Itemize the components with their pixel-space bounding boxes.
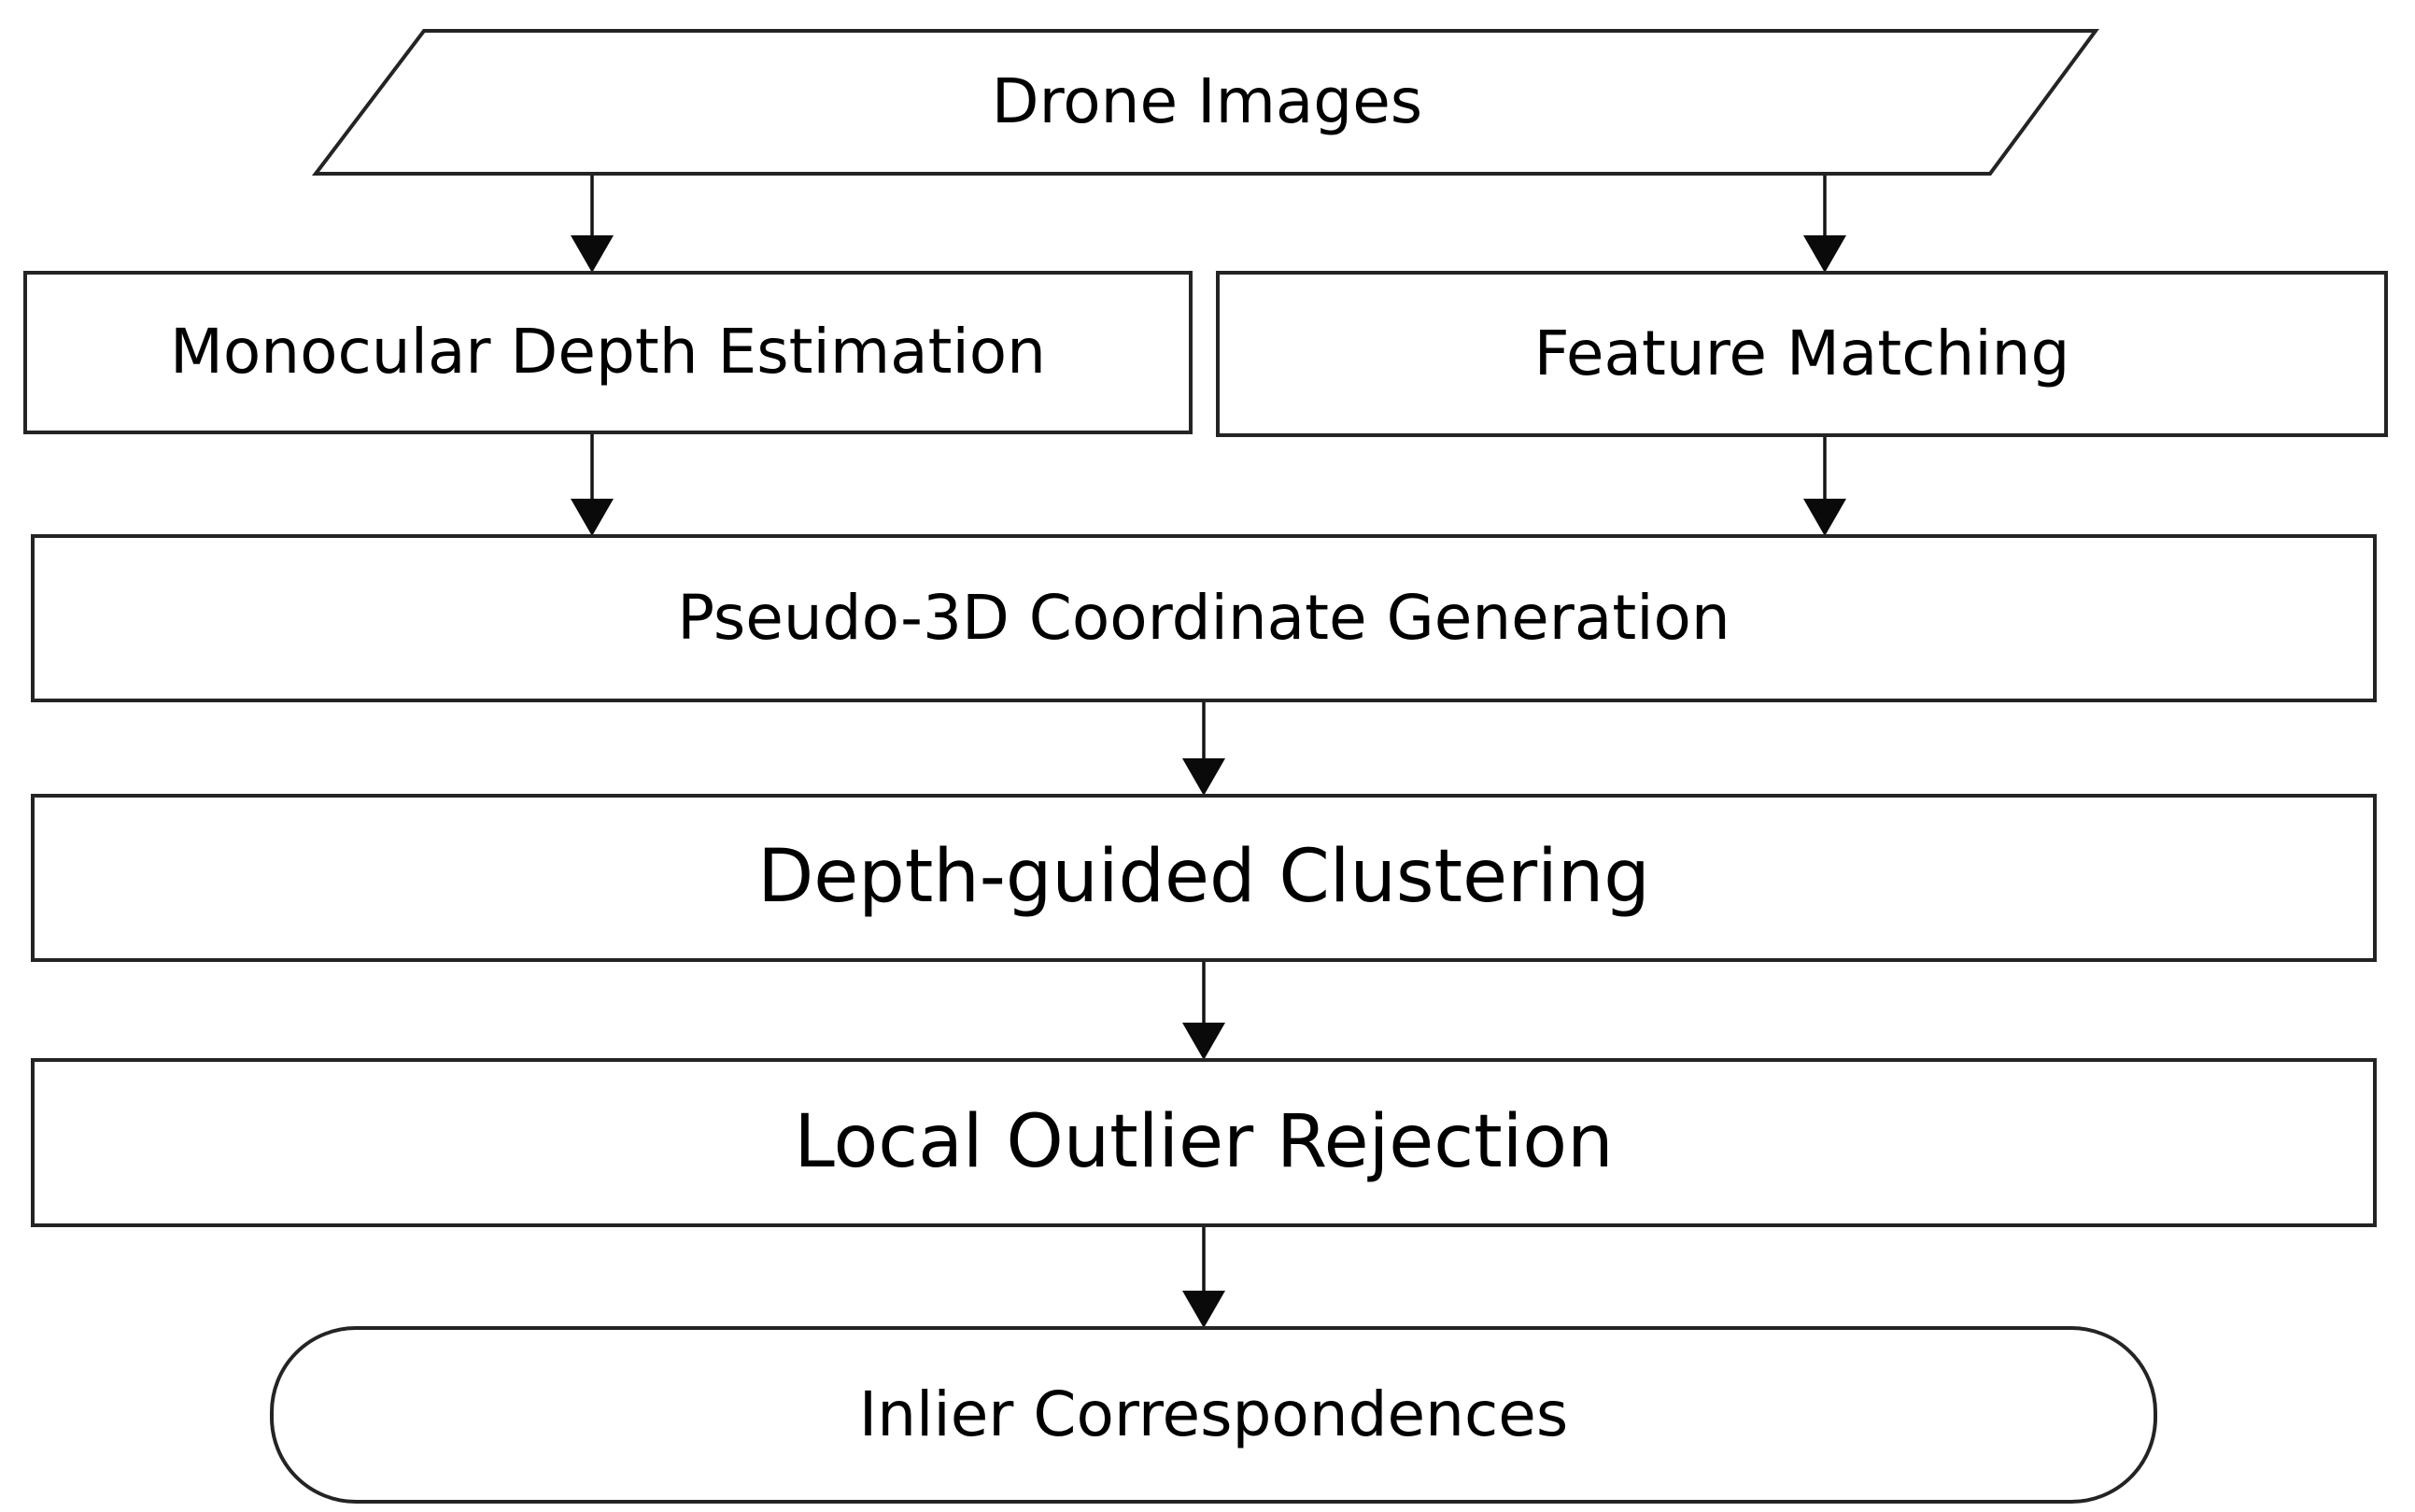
edge-drone-to-feature bbox=[1803, 176, 1846, 273]
node-label-inlier-correspondences: Inlier Correspondences bbox=[858, 1378, 1569, 1450]
node-depth-guided-clustering: Depth-guided Clustering bbox=[31, 794, 2377, 962]
node-label-local-outlier-rejection: Local Outlier Rejection bbox=[794, 1099, 1614, 1184]
edge-pseudo3d-to-clustering bbox=[1182, 702, 1225, 796]
arrowhead-icon bbox=[1182, 1291, 1225, 1328]
arrowhead-icon bbox=[1803, 235, 1846, 273]
edge-drone-to-monocular bbox=[571, 176, 614, 273]
edge-rejection-to-inliers bbox=[1182, 1227, 1225, 1328]
node-feature-matching: Feature Matching bbox=[1216, 271, 2388, 437]
parallelogram-shape-drone-images bbox=[311, 29, 2099, 176]
arrowhead-icon bbox=[571, 499, 614, 536]
arrowhead-icon bbox=[1182, 758, 1225, 796]
node-label-monocular-depth-estimation: Monocular Depth Estimation bbox=[169, 316, 1047, 389]
arrowhead-icon bbox=[1803, 499, 1846, 536]
node-pseudo-3d-coordinate-generation: Pseudo-3D Coordinate Generation bbox=[31, 534, 2377, 702]
arrowhead-icon bbox=[571, 235, 614, 273]
node-label-feature-matching: Feature Matching bbox=[1533, 317, 2070, 389]
node-label-drone-images: Drone Images bbox=[991, 65, 1423, 138]
node-inlier-correspondences: Inlier Correspondences bbox=[270, 1326, 2157, 1504]
node-label-pseudo-3d-coordinate-generation: Pseudo-3D Coordinate Generation bbox=[677, 581, 1730, 654]
edge-feature-to-pseudo3d bbox=[1803, 435, 1846, 536]
edge-clustering-to-rejection bbox=[1182, 962, 1225, 1060]
node-drone-images: Drone Images bbox=[424, 31, 1990, 174]
node-monocular-depth-estimation: Monocular Depth Estimation bbox=[23, 271, 1193, 434]
node-local-outlier-rejection: Local Outlier Rejection bbox=[31, 1058, 2377, 1227]
node-label-depth-guided-clustering: Depth-guided Clustering bbox=[757, 835, 1650, 920]
edge-monocular-to-pseudo3d bbox=[571, 433, 614, 536]
arrowhead-icon bbox=[1182, 1023, 1225, 1060]
